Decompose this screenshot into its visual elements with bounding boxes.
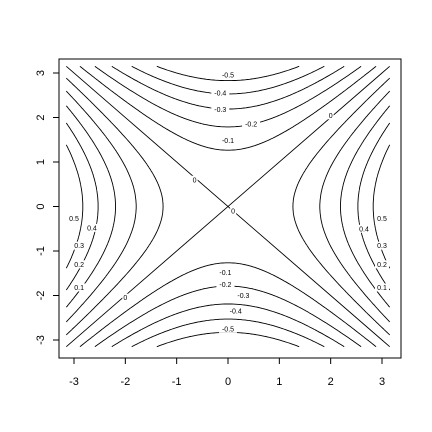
- contour-label: 0.3: [377, 243, 387, 250]
- x-tick-label: -1: [172, 376, 182, 388]
- contour-line-level--0.4: [131, 65, 325, 348]
- contour-label: -0.4: [230, 309, 242, 316]
- contour-label-background: [327, 111, 334, 120]
- contour-label: 0: [123, 295, 127, 302]
- x-tick-label: -3: [69, 376, 79, 388]
- x-tick-label: 1: [276, 376, 282, 388]
- contour-lines: [65, 65, 391, 348]
- y-tick-label: -2: [35, 291, 47, 301]
- contour-label: 0.3: [74, 243, 84, 250]
- contour-label-background: [191, 175, 198, 184]
- contour-labels: -0.5 -0.4 -0.3 -0.2 -0.1 -0.1 -0.2 -0.3 -0.4 -0.5…: [67, 71, 389, 333]
- contour-label-background: [219, 324, 237, 333]
- contour-label: -0.2: [219, 282, 231, 289]
- contour-label-background: [72, 241, 87, 250]
- contour-label: -0.5: [222, 73, 234, 80]
- contour-label-background: [211, 105, 230, 114]
- contour-label: 0.2: [377, 262, 387, 269]
- y-axis: -3 -2 -1 0 1 2 3: [35, 70, 60, 345]
- contour-label-background: [242, 120, 261, 129]
- x-axis: -3 -2 -1 0 1 2 3: [69, 357, 385, 388]
- contour-line-level--0.3: [111, 65, 345, 348]
- contour-label-background: [357, 224, 372, 233]
- contour-label: 0.4: [87, 225, 97, 232]
- contour-label-background: [226, 307, 245, 316]
- contour-label-background: [375, 241, 389, 250]
- contour-label-background: [67, 214, 81, 223]
- contour-label-background: [72, 283, 87, 292]
- contour-label: 0: [231, 208, 235, 215]
- contour-label: -0.2: [245, 122, 257, 129]
- contour-label-background: [234, 291, 253, 300]
- contour-line-level-0.2: [65, 90, 391, 323]
- x-tick-label: -2: [120, 376, 130, 388]
- x-tick-label: 2: [328, 376, 334, 388]
- contour-label-background: [216, 280, 235, 289]
- contour-label-background: [219, 136, 237, 145]
- contour-line-level-0: [66, 65, 390, 348]
- contour-label: -0.1: [222, 138, 234, 145]
- contour-label-background: [72, 260, 87, 269]
- contour-label-background: [230, 206, 237, 215]
- contour-label: 0.1: [377, 285, 387, 292]
- contour-line-level--0.5: [156, 65, 300, 348]
- contour-label: 0.2: [74, 262, 84, 269]
- y-tick-label: -3: [35, 335, 47, 345]
- x-tick-label: 0: [225, 376, 231, 388]
- y-tick-label: -1: [35, 246, 47, 256]
- y-tick-label: 2: [35, 114, 47, 120]
- contour-label: 0.5: [377, 216, 387, 223]
- contour-label: 0.5: [69, 216, 79, 223]
- contour-label-background: [84, 223, 99, 232]
- contour-label: 0.4: [359, 226, 369, 233]
- contour-label-background: [375, 283, 389, 292]
- contour-label-background: [375, 260, 389, 269]
- contour-label-background: [216, 268, 235, 277]
- contour-label: -0.5: [222, 326, 234, 333]
- contour-label: -0.3: [214, 107, 226, 114]
- y-tick-label: 1: [35, 159, 47, 165]
- contour-label: -0.1: [219, 270, 231, 277]
- y-tick-label: 3: [35, 70, 47, 76]
- contour-label: -0.3: [237, 293, 249, 300]
- contour-label-background: [211, 89, 230, 98]
- y-tick-label: 0: [35, 203, 47, 209]
- contour-label-background: [122, 293, 129, 302]
- contour-label: 0: [329, 113, 333, 120]
- contour-label: 0: [193, 177, 197, 184]
- contour-line-level--0.1: [79, 65, 377, 348]
- contour-label-background: [219, 71, 237, 80]
- contour-label-background: [375, 214, 389, 223]
- contour-line-level-0.4: [65, 122, 391, 291]
- contour-label: 0.1: [74, 285, 84, 292]
- contour-line-level-0.1: [65, 77, 391, 336]
- x-tick-label: 3: [379, 376, 385, 388]
- contour-label: -0.4: [214, 91, 226, 98]
